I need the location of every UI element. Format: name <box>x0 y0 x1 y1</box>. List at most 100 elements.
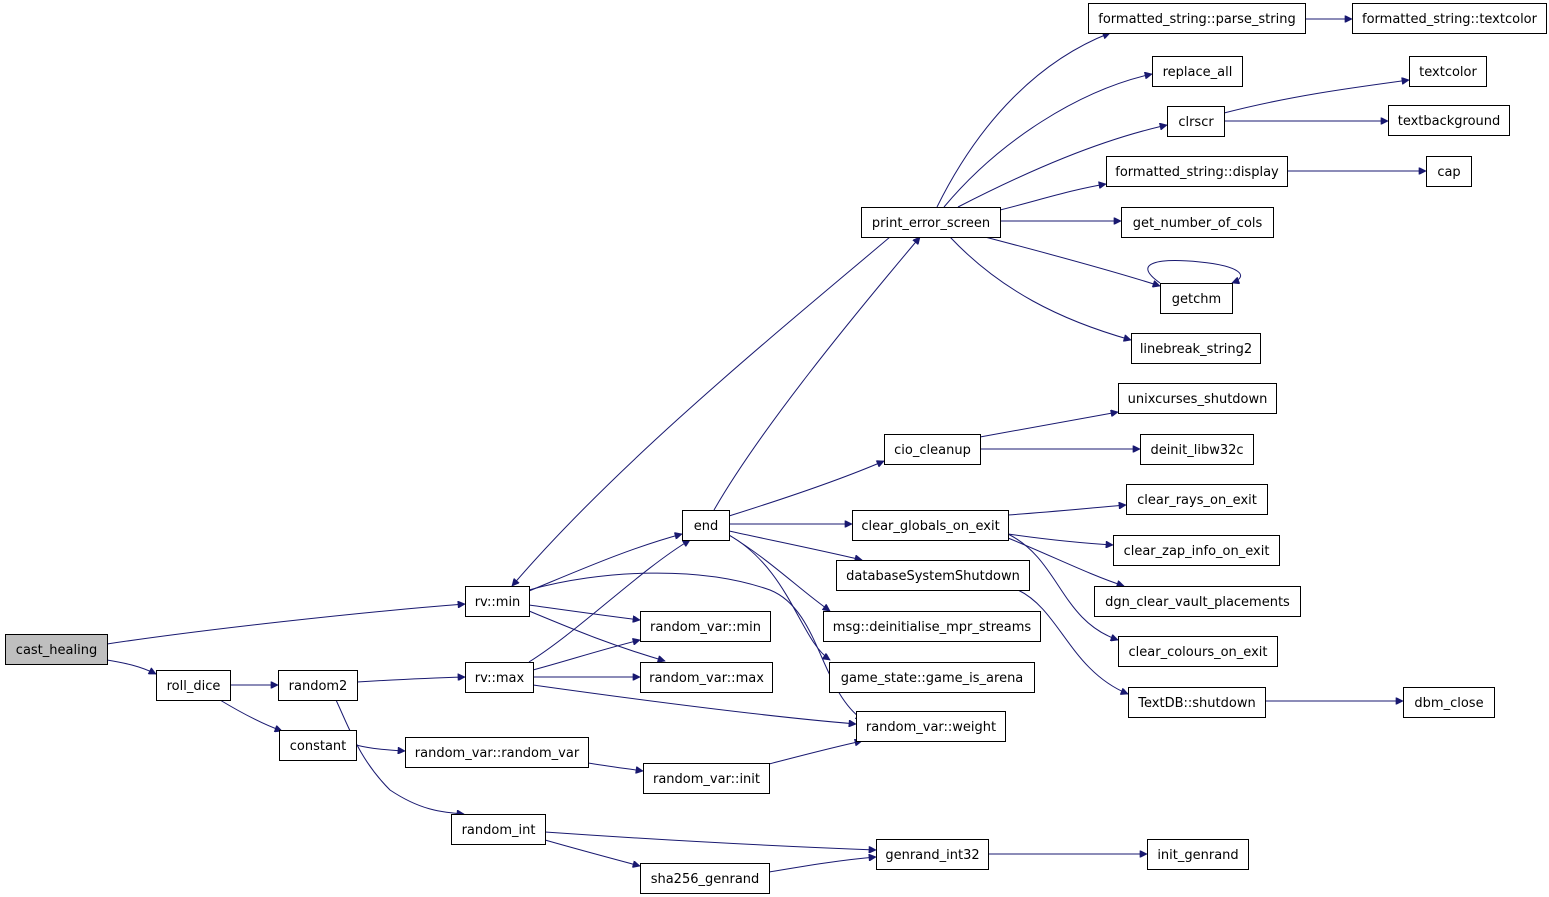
edge-databaseSystemShutdown-to-textdb_shutdown <box>1017 589 1128 694</box>
edge-random_int-to-sha256_genrand <box>544 839 640 866</box>
node-cast_healing[interactable]: cast_healing <box>5 634 108 665</box>
node-box-random_var_max <box>640 662 773 693</box>
node-box-dbm_close <box>1403 687 1495 718</box>
node-label-fs_display: formatted_string::display <box>1115 165 1279 180</box>
node-label-cast_healing: cast_healing <box>16 643 97 658</box>
node-box-textdb_shutdown <box>1128 687 1266 718</box>
edge-clear_globals_on_exit-to-dgn_clear_vault_placements <box>1007 537 1124 586</box>
node-label-linebreak_string2: linebreak_string2 <box>1140 342 1252 357</box>
edge-cast_healing-to-roll_dice <box>106 659 156 675</box>
node-box-clear_globals_on_exit <box>852 510 1009 541</box>
node-random_var_init[interactable]: random_var::init <box>643 763 770 794</box>
node-box-clear_zap_info_on_exit <box>1113 535 1280 566</box>
node-random2[interactable]: random2 <box>278 670 358 701</box>
node-box-print_error_screen <box>861 207 1001 238</box>
node-box-random_var_random_var <box>405 737 589 768</box>
node-sha256_genrand[interactable]: sha256_genrand <box>640 863 770 894</box>
node-databaseSystemShutdown[interactable]: databaseSystemShutdown <box>836 560 1030 591</box>
node-label-fs_textcolor: formatted_string::textcolor <box>1362 12 1538 27</box>
node-label-random_var_min: random_var::min <box>650 620 761 635</box>
node-game_is_arena[interactable]: game_state::game_is_arena <box>829 662 1035 693</box>
node-label-constant: constant <box>290 739 347 754</box>
node-label-textcolor: textcolor <box>1419 65 1477 80</box>
node-fs_textcolor[interactable]: formatted_string::textcolor <box>1352 3 1547 34</box>
node-getchm[interactable]: getchm <box>1160 283 1233 314</box>
node-label-deinit_libw32c: deinit_libw32c <box>1150 443 1243 458</box>
edge-clear_globals_on_exit-to-clear_zap_info_on_exit <box>1007 533 1113 545</box>
node-dgn_clear_vault_placements[interactable]: dgn_clear_vault_placements <box>1094 586 1301 617</box>
node-genrand_int32[interactable]: genrand_int32 <box>876 839 989 870</box>
node-clear_zap_info_on_exit[interactable]: clear_zap_info_on_exit <box>1113 535 1280 566</box>
node-label-textbackground: textbackground <box>1398 114 1501 129</box>
node-random_var_random_var[interactable]: random_var::random_var <box>405 737 589 768</box>
node-box-unixcurses_shutdown <box>1118 383 1277 414</box>
node-deinit_libw32c[interactable]: deinit_libw32c <box>1140 434 1254 465</box>
node-unixcurses_shutdown[interactable]: unixcurses_shutdown <box>1118 383 1277 414</box>
node-label-rv_min: rv::min <box>475 595 521 610</box>
edge-end-to-game_is_arena <box>728 534 830 660</box>
edge-rv_min-to-end <box>528 534 682 592</box>
node-label-getchm: getchm <box>1172 292 1221 307</box>
edge-random2-to-rv_max <box>356 677 465 683</box>
node-label-fs_parse_string: formatted_string::parse_string <box>1098 12 1295 27</box>
edge-clrscr-to-textcolor <box>1223 80 1409 114</box>
node-clear_globals_on_exit[interactable]: clear_globals_on_exit <box>852 510 1009 541</box>
edge-clear_globals_on_exit-to-clear_rays_on_exit <box>1007 505 1126 516</box>
node-label-dbm_close: dbm_close <box>1414 696 1483 711</box>
node-label-random_var_random_var: random_var::random_var <box>415 746 580 761</box>
node-label-sha256_genrand: sha256_genrand <box>651 872 760 887</box>
node-random_int[interactable]: random_int <box>451 814 546 845</box>
node-box-roll_dice <box>156 670 231 701</box>
edge-random_var_init-to-random_var_weight <box>768 741 862 765</box>
graph-nodes: cast_healing roll_dice random2 constant rand… <box>5 3 1547 894</box>
node-print_error_screen[interactable]: print_error_screen <box>861 207 1001 238</box>
node-end[interactable]: end <box>682 510 730 541</box>
node-rv_max[interactable]: rv::max <box>465 662 534 693</box>
edge-rv_min-to-random_var_min <box>528 604 640 620</box>
edge-sha256_genrand-to-genrand_int32 <box>768 857 876 873</box>
node-dbm_close[interactable]: dbm_close <box>1403 687 1495 718</box>
edge-getchm-to-getchm <box>1147 260 1242 283</box>
edge-random_int-to-genrand_int32 <box>544 831 876 850</box>
node-random_var_max[interactable]: random_var::max <box>640 662 773 693</box>
node-cap[interactable]: cap <box>1426 156 1472 187</box>
edge-random2-to-random_int <box>335 699 464 814</box>
node-clrscr[interactable]: clrscr <box>1167 106 1225 137</box>
node-label-clear_zap_info_on_exit: clear_zap_info_on_exit <box>1124 544 1270 559</box>
node-label-cio_cleanup: cio_cleanup <box>894 443 971 458</box>
node-box-random_var_weight <box>856 711 1006 742</box>
node-label-end: end <box>694 519 719 534</box>
node-label-print_error_screen: print_error_screen <box>872 216 990 231</box>
edge-roll_dice-to-constant <box>219 699 282 731</box>
node-random_var_weight[interactable]: random_var::weight <box>856 711 1006 742</box>
node-box-sha256_genrand <box>640 863 770 894</box>
node-linebreak_string2[interactable]: linebreak_string2 <box>1131 333 1261 364</box>
node-random_var_min[interactable]: random_var::min <box>640 611 771 642</box>
node-fs_parse_string[interactable]: formatted_string::parse_string <box>1088 3 1306 34</box>
node-clear_rays_on_exit[interactable]: clear_rays_on_exit <box>1126 484 1268 515</box>
node-init_genrand[interactable]: init_genrand <box>1147 839 1249 870</box>
node-box-fs_parse_string <box>1088 3 1306 34</box>
node-box-clear_colours_on_exit <box>1118 636 1278 667</box>
edge-rv_max-to-random_var_weight <box>532 684 856 724</box>
edge-rv_max-to-random_var_min <box>532 640 640 671</box>
edge-rv_max-to-end <box>528 539 690 663</box>
node-textdb_shutdown[interactable]: TextDB::shutdown <box>1128 687 1266 718</box>
node-label-msg_deinit: msg::deinitialise_mpr_streams <box>833 620 1032 635</box>
edge-print_error_screen-to-fs_parse_string <box>936 33 1110 208</box>
node-roll_dice[interactable]: roll_dice <box>156 670 231 701</box>
node-box-random_var_init <box>643 763 770 794</box>
node-msg_deinit[interactable]: msg::deinitialise_mpr_streams <box>823 611 1041 642</box>
node-get_number_of_cols[interactable]: get_number_of_cols <box>1121 207 1274 238</box>
node-textbackground[interactable]: textbackground <box>1388 105 1510 136</box>
node-clear_colours_on_exit[interactable]: clear_colours_on_exit <box>1118 636 1278 667</box>
node-constant[interactable]: constant <box>279 730 357 761</box>
node-box-random2 <box>278 670 358 701</box>
node-cio_cleanup[interactable]: cio_cleanup <box>884 434 981 465</box>
node-rv_min[interactable]: rv::min <box>465 586 530 617</box>
node-fs_display[interactable]: formatted_string::display <box>1106 156 1288 187</box>
node-box-clrscr <box>1167 106 1225 137</box>
node-textcolor[interactable]: textcolor <box>1409 56 1487 87</box>
node-replace_all[interactable]: replace_all <box>1152 56 1243 87</box>
